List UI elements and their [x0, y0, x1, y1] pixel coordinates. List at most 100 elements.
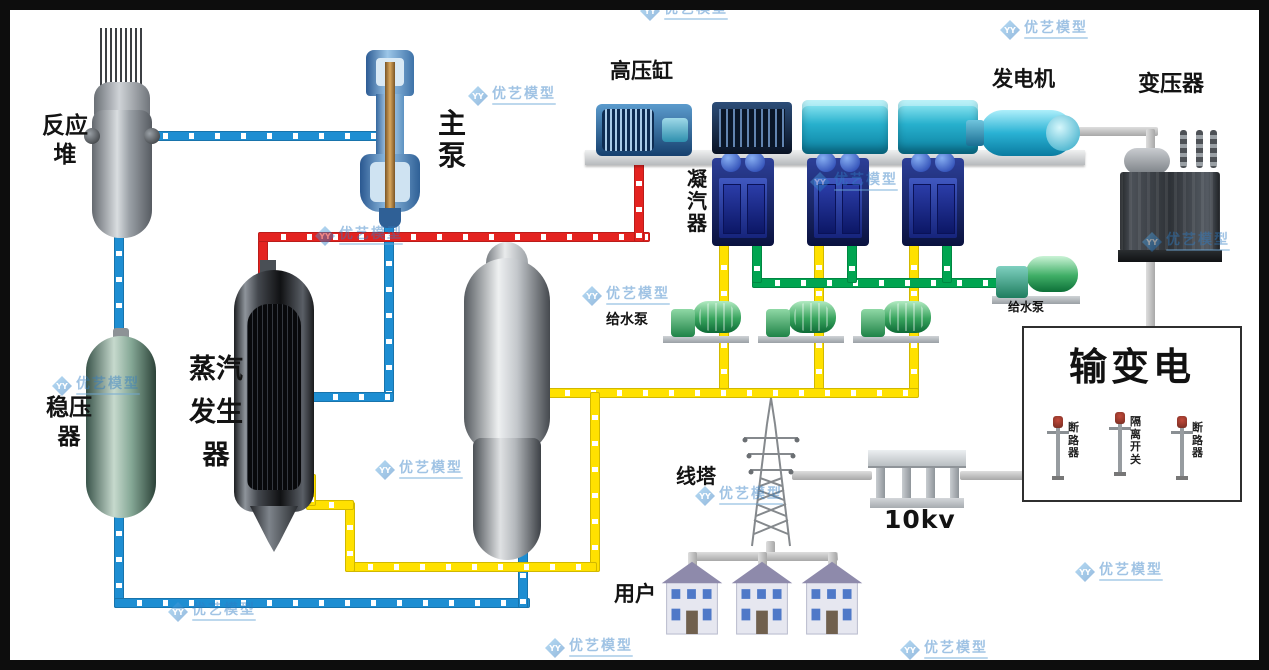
generator-endcap: [1046, 115, 1080, 151]
switchyard-panel: 输变电 断 路 器 隔 离 开 关 断 路 器: [1022, 326, 1242, 502]
voltage-10kv-label: 10kv: [884, 505, 956, 534]
turbine-blades: [602, 109, 654, 151]
condenser-slot: [723, 184, 741, 234]
transformer-equipment: [1118, 130, 1222, 266]
switchyard-title: 输变电: [1068, 345, 1195, 389]
vessel-lower: [473, 438, 541, 560]
user-house-3: [800, 554, 864, 640]
watermark-logo-icon: YY: [582, 286, 602, 306]
watermark: YY 优艺模型: [468, 86, 556, 106]
hp-cylinder-label: 高压缸: [610, 59, 673, 83]
power-line-tower-drop: [766, 541, 775, 560]
feedwater-drop-1: [752, 243, 762, 283]
steam-generator-vessel: [234, 260, 314, 552]
transformer-conservator: [1124, 148, 1170, 174]
watermark-logo-icon: YY: [1075, 562, 1095, 582]
condenser-dome: [745, 152, 765, 172]
vessel-upper: [464, 258, 550, 454]
generator-exciter: [966, 120, 984, 146]
feedwater-pump-equipment: [992, 254, 1080, 304]
breaker-device-left: [1047, 416, 1069, 486]
condenser-dome: [816, 152, 836, 172]
power-line-switchyard-to-10kv: [960, 471, 1026, 480]
feedwater-drop-2: [847, 243, 857, 283]
watermark-logo-icon: YY: [545, 638, 565, 658]
pressurizer-vessel: [86, 328, 156, 518]
watermark-underline: [664, 18, 728, 20]
condenser-label: 凝 汽 器: [687, 167, 707, 235]
condenser-unit-2: [807, 152, 869, 246]
transformer-base: [1118, 250, 1222, 262]
condenser-slot: [937, 184, 955, 234]
ip-turbine: [712, 102, 792, 154]
primary-pipe-reactor-to-pressurizer: [114, 228, 124, 346]
substation-column: [950, 468, 959, 498]
pump-motor: [788, 301, 836, 333]
turbine-hub: [662, 118, 688, 142]
condensate-to-sg: [306, 500, 354, 510]
condensate-pump-3: [853, 297, 939, 343]
condensate-bottom-run: [345, 562, 597, 572]
transformer-bushing: [1180, 130, 1187, 168]
reactor-body: [92, 110, 152, 238]
condenser-slot: [818, 184, 836, 234]
condenser-slot: [747, 184, 765, 234]
steam-generator-tube-bundle: [247, 304, 301, 490]
substation-roof: [868, 450, 966, 466]
steam-pipe-sg-riser: [258, 240, 268, 276]
feedwater-pump-right-label: 给水泵: [1008, 300, 1045, 314]
breaker-left-label: 断 路 器: [1068, 421, 1079, 460]
power-line-transformer-drop: [1146, 129, 1155, 157]
pump-head: [766, 309, 790, 337]
disconnector-device: [1109, 412, 1131, 482]
watermark-logo-icon: YY: [468, 86, 488, 106]
watermark: YY 优艺模型: [375, 460, 463, 480]
power-line-transformer-to-switchyard: [1146, 252, 1155, 332]
pump-shaft: [385, 62, 395, 208]
pump-head: [861, 309, 885, 337]
watermark-logo-icon: YY: [640, 1, 660, 21]
transmission-tower-graphic: [742, 397, 800, 547]
deaerator-vessel: [464, 242, 550, 560]
watermark: YY 优艺模型: [545, 638, 633, 658]
reactor-nozzle-right: [144, 128, 160, 144]
transformer-bushing: [1196, 130, 1203, 168]
condenser-slot: [913, 184, 931, 234]
condenser-unit-3: [902, 152, 964, 246]
condensate-pump-1: [663, 297, 749, 343]
watermark: YY 优艺模型: [1075, 562, 1163, 582]
line-tower-label: 线塔: [676, 464, 716, 488]
watermark-logo-icon: YY: [695, 486, 715, 506]
turbine-cutaway: [719, 109, 785, 147]
main-pump-label: 主 泵: [437, 107, 466, 173]
transformer-label: 变压器: [1138, 72, 1205, 97]
watermark-logo-icon: YY: [52, 376, 72, 396]
hp-turbine: [596, 104, 692, 156]
main-pump-equipment: [358, 50, 422, 230]
substation-column: [876, 468, 885, 498]
pump-base: [992, 296, 1080, 304]
pump-outlet: [379, 208, 401, 228]
pump-head: [671, 309, 695, 337]
primary-pipe-pressurizer-down: [114, 508, 124, 608]
primary-pipe-vessel-riser: [518, 550, 528, 608]
power-line-generator-to-transformer: [1072, 127, 1158, 136]
control-rod-drives: [100, 28, 144, 88]
condenser-dome: [911, 152, 931, 172]
watermark: YY 优艺模型: [1000, 20, 1088, 40]
watermark-logo-icon: YY: [900, 640, 920, 660]
pump-base: [663, 336, 749, 343]
condensate-pump-2: [758, 297, 844, 343]
watermark-text: 优艺模型: [664, 1, 728, 17]
pump-motor: [1026, 256, 1078, 292]
watermark-logo-icon: YY: [1000, 20, 1020, 40]
condenser-dome: [935, 152, 955, 172]
substation-base: [870, 498, 964, 508]
condenser-unit-1: [712, 152, 774, 246]
watermark-logo-icon: YY: [375, 460, 395, 480]
breaker-device-right: [1171, 416, 1193, 486]
steam-generator-label: 蒸汽 发生 器: [189, 354, 243, 472]
reactor-label: 反应 堆: [42, 113, 88, 168]
watermark: YY 优艺模型: [582, 286, 670, 306]
